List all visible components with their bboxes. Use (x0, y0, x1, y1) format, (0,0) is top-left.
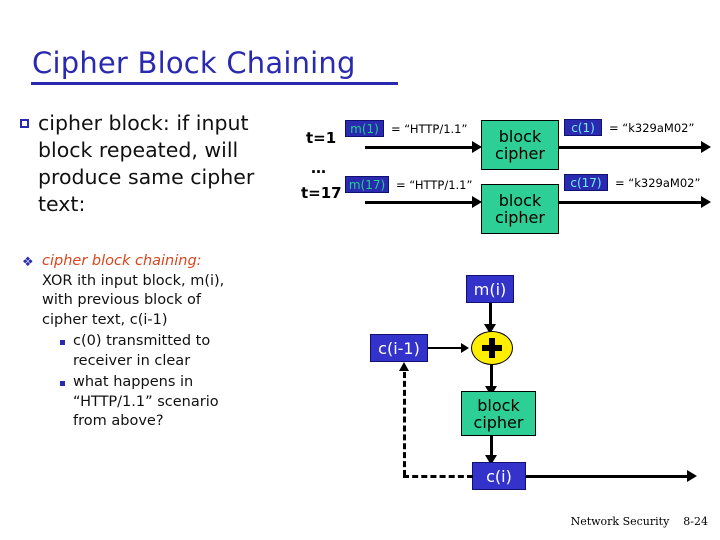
block-cipher-box-t1: block cipher (481, 120, 559, 170)
bullet-line: produce same cipher (38, 165, 255, 189)
block-cipher-box-cbc: block cipher (461, 391, 536, 436)
list-item: c(0) transmitted to receiver in clear (60, 332, 224, 371)
bullet-line: block repeated, will (38, 138, 239, 162)
arrow-shaft-mi-to-xor (489, 303, 492, 326)
arrow-shaft-out-t17 (559, 201, 702, 204)
feedback-dashed-vertical (403, 372, 406, 476)
list-item: what happens in “HTTP/1.1” scenario from… (60, 373, 224, 432)
prev-cipher-block: c(i-1) (370, 334, 428, 362)
arrow-head-prev-to-xor (461, 343, 469, 353)
bullet-text: cipher block chaining: XOR ith input blo… (42, 252, 224, 432)
bullet-line: cipher block: if input (38, 111, 249, 135)
xor-operator (471, 331, 513, 365)
block-cipher-line1: block (498, 127, 542, 146)
block-cipher-line2: cipher (495, 144, 545, 163)
arrow-head-out-t17 (701, 196, 711, 208)
arrow-shaft-xor-to-cipher (490, 365, 493, 388)
badge-c17: c(17) (564, 174, 608, 191)
arrow-shaft-cipher-to-ci (490, 436, 493, 458)
badge-m17: m(17) (345, 176, 389, 193)
diamond-bullet-icon: ❖ (22, 255, 34, 270)
bullet-lead-emphasis: cipher block chaining: (42, 253, 202, 269)
sub-bullet-line: “HTTP/1.1” scenario (73, 393, 219, 410)
block-cipher-line1: block (498, 191, 542, 210)
arrow-shaft-in-t1 (365, 146, 473, 149)
block-cipher-line2: cipher (473, 412, 524, 432)
footer-page-number: 8-24 (683, 515, 708, 528)
bullet-text: cipher block: if input block repeated, w… (38, 110, 254, 218)
arrow-head-out-t1 (701, 141, 711, 153)
arrow-head-ci-output (687, 470, 697, 482)
output-value-t17: = “k329aM02” (615, 176, 701, 190)
block-cipher-line1: block (477, 395, 520, 415)
badge-m1: m(1) (345, 120, 384, 137)
sub-bullet-text: what happens in “HTTP/1.1” scenario from… (73, 373, 219, 432)
output-value-t1: = “k329aM02” (609, 121, 695, 135)
time-label-t17: t=17 (301, 184, 342, 202)
square-outline-bullet-icon (20, 119, 29, 128)
arrow-shaft-ci-output (526, 475, 688, 478)
input-value-t1: = “HTTP/1.1” (391, 122, 468, 136)
sub-bullet-list: c(0) transmitted to receiver in clear wh… (42, 332, 224, 432)
footer: Network Security 8-24 (571, 515, 708, 528)
block-cipher-box-t17: block cipher (481, 184, 559, 234)
bullet-block-cipher: cipher block: if input block repeated, w… (20, 110, 310, 218)
arrow-shaft-out-t1 (559, 146, 702, 149)
arrow-head-in-t1 (472, 141, 482, 153)
sub-bullet-line: c(0) transmitted to (73, 333, 211, 349)
row-ellipsis: … (311, 159, 326, 177)
small-square-bullet-icon (60, 340, 65, 345)
bullet-line: XOR ith input block, m(i), (42, 272, 225, 289)
bullet-line: with previous block of (42, 292, 202, 308)
bullet-row: cipher block: if input block repeated, w… (20, 110, 310, 218)
time-label-t1: t=1 (306, 129, 337, 147)
footer-course: Network Security (570, 515, 670, 528)
xor-plus-horizontal (482, 345, 502, 351)
sub-bullet-text: c(0) transmitted to receiver in clear (73, 332, 210, 371)
output-block-ci: c(i) (472, 462, 526, 490)
arrow-head-mi-to-xor (484, 324, 496, 334)
badge-c1: c(1) (564, 119, 602, 136)
input-value-t17: = “HTTP/1.1” (396, 178, 473, 192)
bullet-line: cipher text, c(i-1) (42, 311, 168, 328)
block-cipher-line2: cipher (495, 208, 545, 227)
sub-bullet-line: what happens in (73, 374, 194, 390)
small-square-bullet-icon (60, 381, 65, 386)
arrow-head-cipher-to-ci (485, 455, 497, 465)
arrow-shaft-in-t17 (365, 201, 473, 204)
feedback-arrow-head (399, 362, 409, 371)
arrow-shaft-prev-to-xor (428, 347, 463, 349)
bullet-line: text: (38, 192, 86, 216)
message-block-mi: m(i) (466, 275, 514, 303)
arrow-head-in-t17 (472, 196, 482, 208)
bullet-row: ❖ cipher block chaining: XOR ith input b… (22, 252, 332, 432)
bullet-cipher-block-chaining: ❖ cipher block chaining: XOR ith input b… (22, 252, 332, 432)
sub-bullet-line: from above? (73, 413, 164, 429)
page-title: Cipher Block Chaining (32, 46, 356, 80)
feedback-dashed-horizontal (403, 475, 473, 478)
sub-bullet-line: receiver in clear (73, 352, 191, 369)
title-underline (31, 82, 398, 85)
